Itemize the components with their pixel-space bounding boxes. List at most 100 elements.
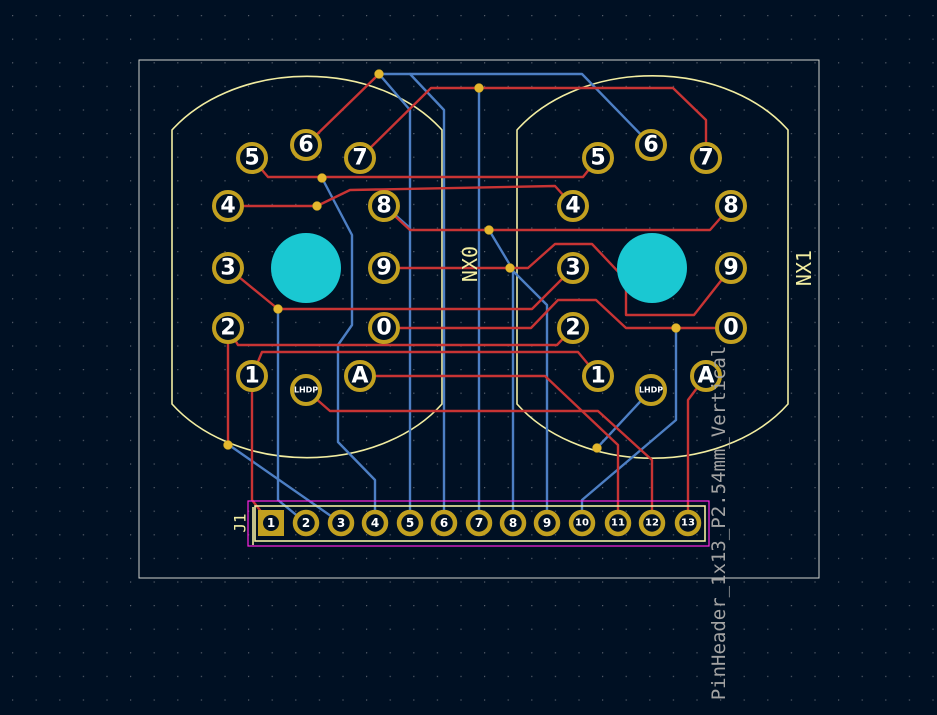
nx0-pad-1[interactable]: 1	[236, 360, 268, 392]
nx0-silkscreen-outline	[171, 75, 443, 459]
trace-f-6-to-via	[304, 72, 381, 147]
via[interactable]	[592, 443, 602, 453]
nx0-mounting-hole[interactable]	[271, 233, 341, 303]
via[interactable]	[484, 225, 494, 235]
trace-f-7-to-nx1-7	[358, 86, 708, 160]
via[interactable]	[273, 304, 283, 314]
nx1-pad-5[interactable]: 5	[582, 142, 614, 174]
pad-label: 7	[352, 146, 367, 171]
trace-b-pin3	[227, 443, 343, 525]
trace-b-pin6-to-nx1-6	[377, 72, 653, 147]
j1-pad-3[interactable]: 3	[327, 509, 355, 537]
j1-pad-13[interactable]: 13	[674, 509, 702, 537]
pad-label: 4	[220, 194, 235, 219]
nx1-pads: 5 6 7 4 8 3 9 2 0 1 LHDP A	[557, 129, 747, 406]
pad-label: 13	[681, 518, 695, 529]
pad-label: 2	[565, 316, 580, 341]
trace-f-4-row	[226, 184, 575, 208]
pad-label: 1	[244, 364, 259, 389]
pad-label: LHDP	[639, 386, 663, 395]
j1-pad-8[interactable]: 8	[499, 509, 527, 537]
pad-label: 1	[267, 516, 275, 530]
nx0-pad-lhdp[interactable]: LHDP	[290, 374, 322, 406]
nx0-pad-A[interactable]: A	[344, 360, 376, 392]
nx1-pad-1[interactable]: 1	[582, 360, 614, 392]
j1-pad-6[interactable]: 6	[430, 509, 458, 537]
nx0-pad-3[interactable]: 3	[212, 252, 244, 284]
j1-pad-11[interactable]: 11	[604, 509, 632, 537]
nx1-pad-3[interactable]: 3	[557, 252, 589, 284]
nx0-pads: 5 6 7 4 8 3 9 2 0 1 LHDP A	[212, 129, 400, 406]
nx1-pad-4[interactable]: 4	[557, 190, 589, 222]
nx0-pad-2[interactable]: 2	[212, 312, 244, 344]
pad-label: 4	[371, 516, 379, 530]
pad-label: 7	[698, 146, 713, 171]
nx1-mounting-hole[interactable]	[617, 233, 687, 303]
pad-label: 4	[565, 194, 580, 219]
pad-label: 9	[376, 256, 391, 281]
pad-label: 6	[298, 133, 313, 158]
trace-f-0-row	[382, 298, 733, 330]
nx1-pad-7[interactable]: 7	[690, 142, 722, 174]
pad-label: 8	[376, 194, 391, 219]
j1-reference: J1	[231, 513, 250, 532]
j1-pad-7[interactable]: 7	[465, 509, 493, 537]
j1-pad-10[interactable]: 10	[568, 509, 596, 537]
trace-b-pin6	[408, 72, 446, 525]
via[interactable]	[671, 323, 681, 333]
pad-label: 2	[220, 316, 235, 341]
via[interactable]	[474, 83, 484, 93]
j1-pad-4[interactable]: 4	[361, 509, 389, 537]
nx1-reference: NX1	[792, 250, 816, 286]
j1-pad-5[interactable]: 5	[396, 509, 424, 537]
pad-label: 2	[302, 516, 310, 530]
via[interactable]	[317, 173, 327, 183]
via[interactable]	[223, 440, 233, 450]
via[interactable]	[505, 263, 515, 273]
nx0-reference: NX0	[458, 246, 482, 282]
j1-pads: 1 2 3 4 5 6 7 8 9 10 11 12 13	[258, 509, 702, 537]
nx0-pad-4[interactable]: 4	[212, 190, 244, 222]
pad-label: 5	[590, 146, 605, 171]
trace-f-lhdp-row	[304, 388, 654, 525]
nx1-pad-A[interactable]: A	[690, 360, 722, 392]
j1-pad-12[interactable]: 12	[638, 509, 666, 537]
nx1-pad-0[interactable]: 0	[715, 312, 747, 344]
nx0-pad-6[interactable]: 6	[290, 129, 322, 161]
pad-label: 0	[723, 316, 738, 341]
nx0-pad-7[interactable]: 7	[344, 142, 376, 174]
pad-label: LHDP	[294, 386, 318, 395]
pad-label: 5	[244, 146, 259, 171]
nx1-pad-lhdp[interactable]: LHDP	[635, 374, 667, 406]
via[interactable]	[312, 201, 322, 211]
pad-label: 9	[543, 516, 551, 530]
nx1-pad-6[interactable]: 6	[635, 129, 667, 161]
pad-label: 9	[723, 256, 738, 281]
nx0-pad-8[interactable]: 8	[368, 190, 400, 222]
nx0-pad-5[interactable]: 5	[236, 142, 268, 174]
nx0-pad-0[interactable]: 0	[368, 312, 400, 344]
pad-label: 3	[337, 516, 345, 530]
nx1-pad-8[interactable]: 8	[715, 190, 747, 222]
pad-label: 8	[723, 194, 738, 219]
j1-pad-1[interactable]: 1	[258, 510, 284, 536]
board-outline[interactable]	[138, 59, 820, 579]
pad-label: 3	[220, 256, 235, 281]
nx0-pad-9[interactable]: 9	[368, 252, 400, 284]
j1-silkscreen-outline	[254, 505, 706, 542]
j1-pad-2[interactable]: 2	[292, 509, 320, 537]
pad-label: 12	[645, 518, 659, 529]
via[interactable]	[374, 69, 384, 79]
j1-pad-9[interactable]: 9	[533, 509, 561, 537]
pad-label: 0	[376, 316, 391, 341]
nx1-pad-9[interactable]: 9	[715, 252, 747, 284]
pad-label: 8	[509, 516, 517, 530]
pad-label: 10	[575, 518, 589, 529]
nx1-pad-2[interactable]: 2	[557, 312, 589, 344]
trace-f-9-row	[382, 242, 733, 317]
pad-label: A	[351, 364, 368, 389]
pad-label: 11	[611, 518, 625, 529]
vias	[223, 69, 681, 453]
